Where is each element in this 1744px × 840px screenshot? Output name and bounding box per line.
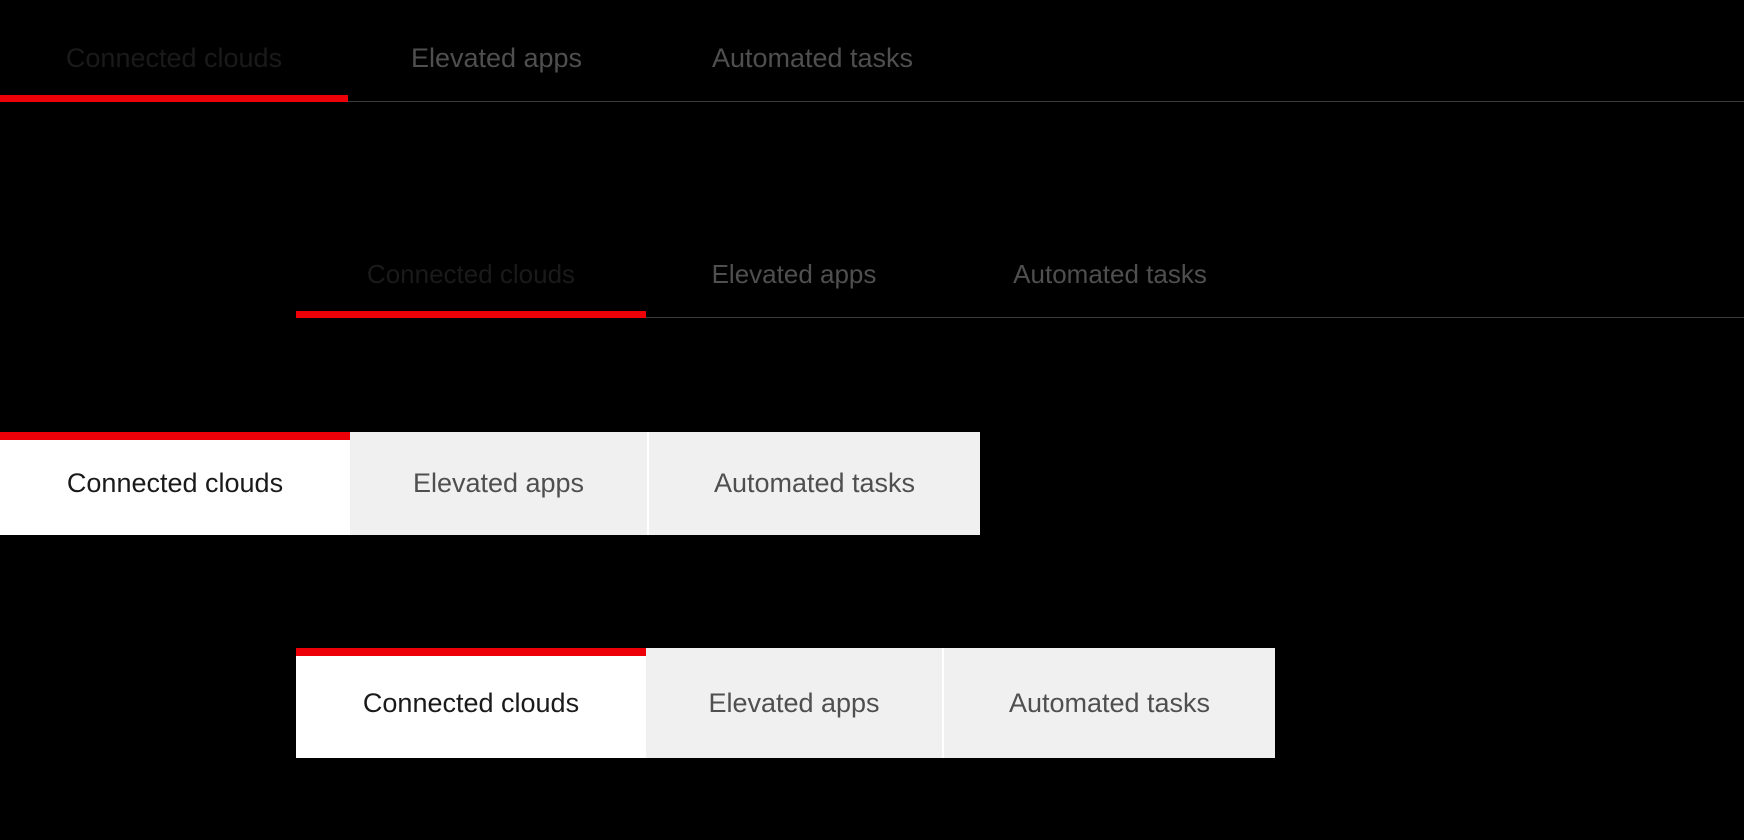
tab-label: Connected clouds: [65, 42, 283, 73]
tab-bar-underline-large: Connected clouds Elevated apps Automated…: [296, 230, 1744, 318]
tab-label: Automated tasks: [1008, 687, 1211, 718]
tab-automated-tasks[interactable]: Automated tasks: [647, 432, 980, 535]
tab-automated-tasks[interactable]: Automated tasks: [645, 14, 980, 102]
tab-label: Elevated apps: [711, 259, 877, 289]
tab-connected-clouds[interactable]: Connected clouds: [0, 14, 348, 102]
active-tab-indicator: [296, 648, 646, 656]
tab-label: Elevated apps: [708, 687, 880, 718]
tab-connected-clouds[interactable]: Connected clouds: [296, 230, 646, 318]
tab-elevated-apps[interactable]: Elevated apps: [350, 432, 647, 535]
tab-label: Elevated apps: [412, 468, 585, 498]
tab-elevated-apps[interactable]: Elevated apps: [646, 230, 942, 318]
tab-bar-divider-rule: [296, 317, 1744, 318]
active-tab-indicator: [0, 95, 348, 102]
tab-bar-divider-rule: [0, 101, 1744, 102]
tab-bar-card-small: Connected clouds Elevated apps Automated…: [0, 432, 980, 535]
tab-label: Automated tasks: [713, 468, 916, 498]
tab-connected-clouds[interactable]: Connected clouds: [296, 648, 646, 758]
tab-label: Connected clouds: [66, 468, 284, 498]
tab-bar-underline-small: Connected clouds Elevated apps Automated…: [0, 14, 1744, 102]
tab-label: Connected clouds: [366, 259, 576, 289]
active-tab-indicator: [0, 432, 350, 440]
tab-elevated-apps[interactable]: Elevated apps: [348, 14, 645, 102]
tab-label: Connected clouds: [362, 687, 580, 718]
tab-bar-card-large: Connected clouds Elevated apps Automated…: [296, 648, 1275, 758]
tab-elevated-apps[interactable]: Elevated apps: [646, 648, 942, 758]
tab-label: Automated tasks: [1013, 259, 1207, 289]
tab-label: Elevated apps: [410, 42, 583, 73]
tab-label: Automated tasks: [711, 42, 914, 73]
tab-connected-clouds[interactable]: Connected clouds: [0, 432, 350, 535]
tab-automated-tasks[interactable]: Automated tasks: [942, 230, 1278, 318]
active-tab-indicator: [296, 311, 646, 318]
tab-automated-tasks[interactable]: Automated tasks: [942, 648, 1275, 758]
